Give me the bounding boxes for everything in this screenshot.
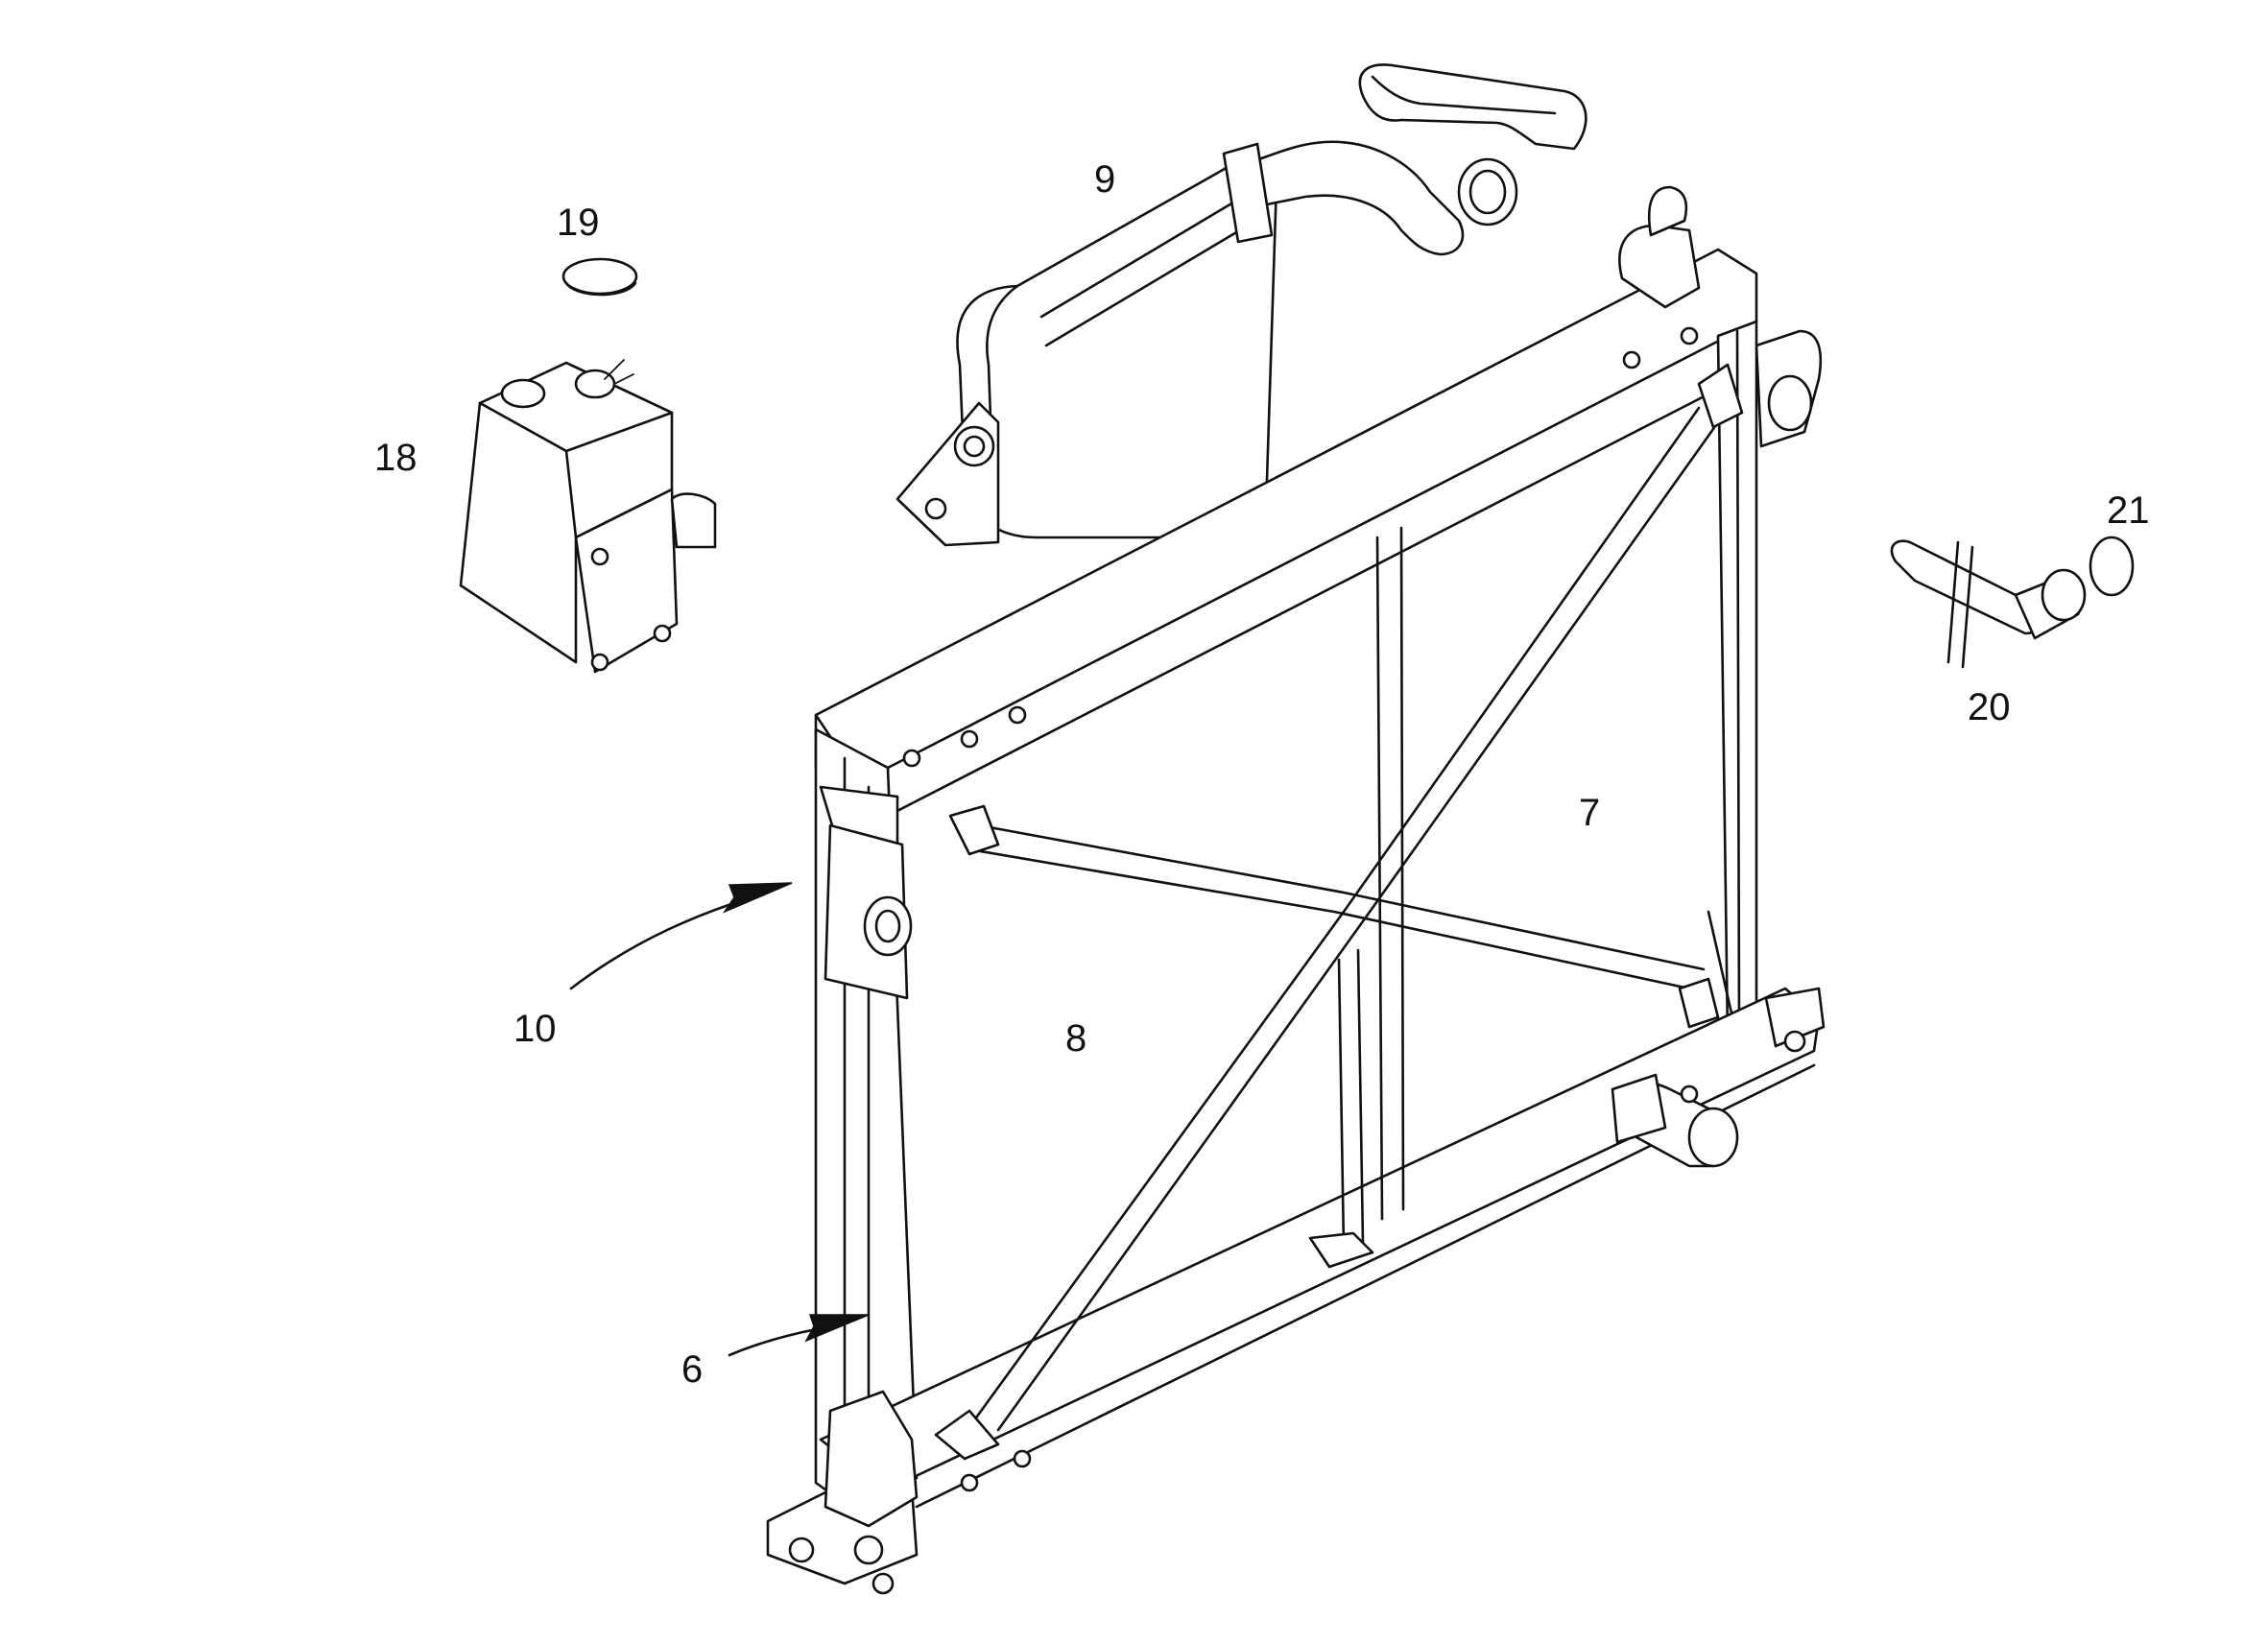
callout-21: 21 <box>2107 489 2150 532</box>
arrow-6-icon <box>804 1314 870 1343</box>
part-18-expansion-tank <box>459 359 717 674</box>
radiator-frame <box>766 185 1826 1595</box>
part-21-gasket <box>2089 536 2135 597</box>
part-20-pipe <box>1890 539 2087 669</box>
callout-6: 6 <box>681 1348 703 1391</box>
part-19-filler-cap <box>561 257 638 297</box>
part-9-pipe-assembly <box>895 63 1588 547</box>
callout-20: 20 <box>1968 686 2011 728</box>
callout-10: 10 <box>513 1008 557 1050</box>
callout-8: 8 <box>1065 1017 1086 1060</box>
callout-9: 9 <box>1094 158 1115 201</box>
leader-10 <box>569 891 770 990</box>
callout-19: 19 <box>557 202 600 244</box>
arrow-10-icon <box>722 882 793 914</box>
callout-7: 7 <box>1579 792 1600 834</box>
callout-18: 18 <box>374 437 418 479</box>
